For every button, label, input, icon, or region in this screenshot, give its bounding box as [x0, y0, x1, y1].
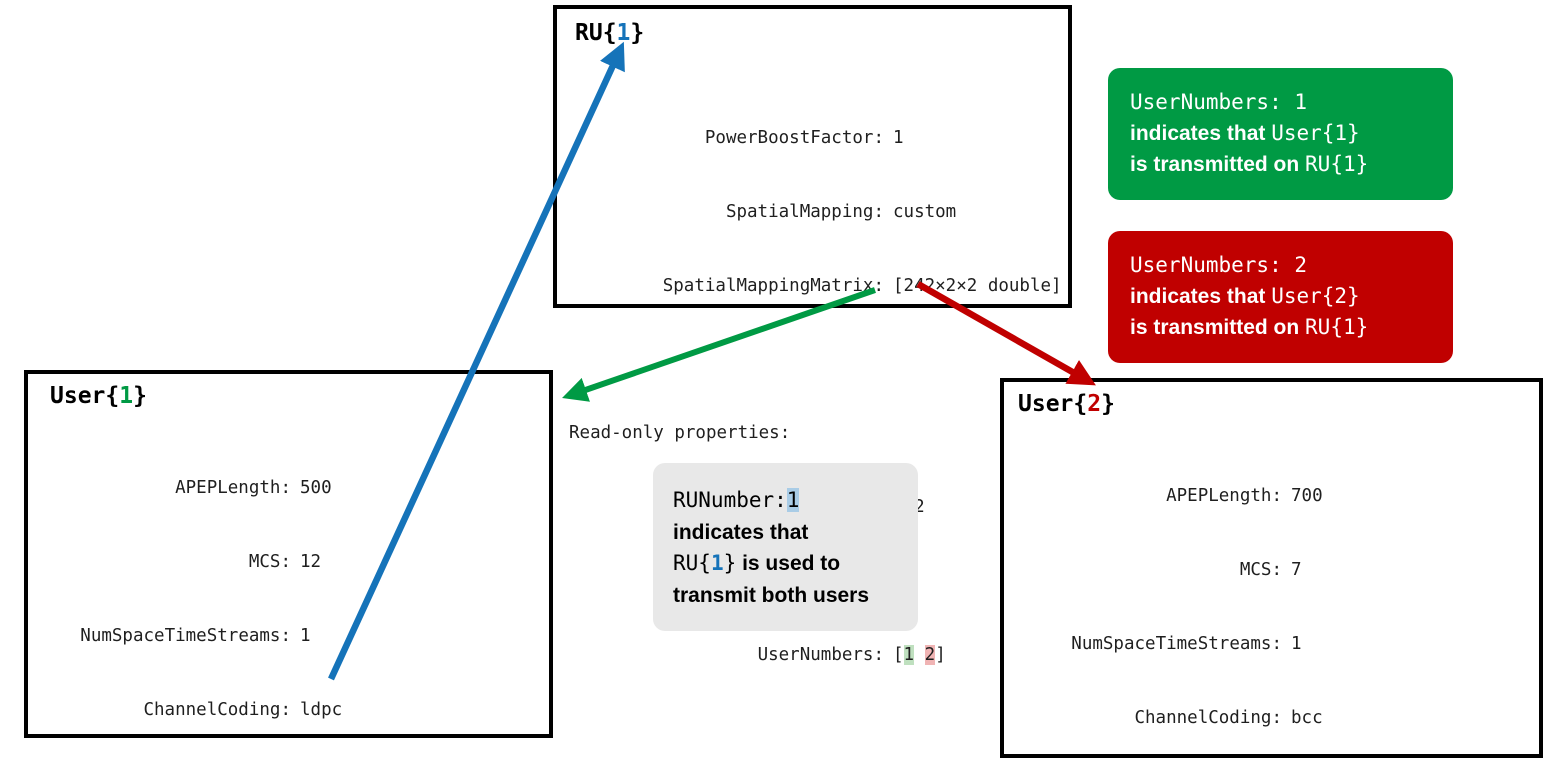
user1-title-suffix: } [133, 383, 147, 409]
property-value: 1 [300, 625, 311, 646]
callout-green-line3-code: RU{1} [1305, 152, 1369, 176]
property-value: [242×2×2 double] [893, 275, 1062, 296]
usernumbers-value-1: 1 [903, 644, 915, 665]
callout-gray-line3-index: 1 [710, 551, 724, 575]
callout-green-line2-code: User{1} [1271, 121, 1360, 145]
property-key: SpatialMappingMatrix: [662, 275, 884, 296]
callout-gray-line3: RU{1} is used to [673, 548, 918, 580]
callout-gray-line3-text: is used to [736, 552, 841, 575]
spacer [569, 348, 1064, 373]
property-key: NumSpaceTimeStreams: [1071, 633, 1282, 654]
callout-gray-line1-value: 1 [786, 488, 800, 512]
ru-title-suffix: } [630, 20, 645, 46]
property-key: APEPLength: [175, 478, 291, 499]
callout-gray-line3-suffix: } [723, 551, 737, 575]
property-row: ChannelCoding: ldpc [38, 698, 543, 723]
callout-gray-line1-code: RUNumber: [673, 488, 787, 512]
user2-property-list: APEPLength: 700 MCS: 7 NumSpaceTimeStreams… [1014, 435, 1534, 770]
ru-title-index: 1 [616, 20, 631, 46]
usernumbers-value-2: 2 [924, 644, 936, 665]
usernumbers-row: UserNumbers: [1 2] [569, 643, 1064, 668]
property-row: APEPLength: 700 [1014, 484, 1534, 509]
ru-properties-box: RU{1} PowerBoostFactor:1 SpatialMapping:… [553, 5, 1072, 665]
callout-green-usernumbers-1: UserNumbers: 1 indicates that User{1} is… [1108, 68, 1453, 200]
property-key: PowerBoostFactor: [704, 128, 884, 149]
property-key: MCS: [1239, 559, 1282, 580]
property-row: NumSpaceTimeStreams: 1 [1014, 632, 1534, 657]
user2-title-prefix: User{ [1018, 391, 1088, 417]
callout-green-line1: UserNumbers: 1 [1130, 90, 1308, 114]
property-key: NumSpaceTimeStreams: [80, 625, 291, 646]
ru-box-title: RU{1} [575, 22, 644, 45]
property-row: MCS: 12 [38, 550, 543, 575]
property-row: SpatialMapping: custom [569, 200, 1064, 225]
ru-title-prefix: RU{ [575, 20, 617, 46]
callout-gray-line4: transmit both users [673, 583, 870, 607]
property-key: ChannelCoding: [143, 699, 291, 720]
callout-gray-line3-prefix: RU{ [673, 551, 711, 575]
property-row: APEPLength: 500 [38, 476, 543, 501]
property-value: 12 [300, 551, 322, 572]
callout-green-line3: is transmitted on RU{1} [1130, 149, 1453, 180]
usernumbers-key: UserNumbers: [757, 644, 884, 665]
callout-red-line3: is transmitted on RU{1} [1130, 312, 1453, 343]
callout-gray-line2: indicates that [673, 520, 809, 544]
callout-red-line2: indicates that User{2} [1130, 281, 1453, 312]
property-value: 500 [300, 478, 332, 499]
callout-red-line2-code: User{2} [1271, 284, 1360, 308]
property-row: PowerBoostFactor: 1 [569, 126, 1064, 151]
usernumbers-open-bracket: [ [893, 644, 904, 665]
property-key: ChannelCoding: [1134, 707, 1282, 728]
property-value: custom [893, 201, 957, 222]
property-value: 700 [1291, 486, 1323, 507]
callout-green-line2: indicates that User{1} [1130, 118, 1453, 149]
user1-properties-box: User{1} APEPLength:500 MCS:12 NumSpaceTi… [24, 370, 553, 738]
callout-red-usernumbers-2: UserNumbers: 2 indicates that User{2} is… [1108, 231, 1453, 363]
property-key: APEPLength: [1166, 486, 1282, 507]
user1-title-prefix: User{ [50, 383, 120, 409]
user1-box-title: User{1} [50, 385, 147, 408]
property-value: ldpc [300, 699, 343, 720]
property-value: 1 [893, 128, 904, 149]
property-value: 7 [1291, 559, 1302, 580]
callout-red-line2-text: indicates that [1130, 285, 1272, 308]
user2-title-suffix: } [1101, 391, 1115, 417]
property-value: bcc [1291, 707, 1323, 728]
user2-box-title: User{2} [1018, 393, 1115, 416]
property-key: MCS: [248, 551, 291, 572]
property-row: ChannelCoding: bcc [1014, 706, 1534, 731]
callout-red-line1: UserNumbers: 2 [1130, 253, 1308, 277]
callout-gray-runumber: RUNumber:1 indicates that RU{1} is used … [653, 463, 918, 631]
callout-green-line3-text: is transmitted on [1130, 153, 1306, 176]
user2-properties-box: User{2} APEPLength: 700 MCS: 7 NumSpaceTim… [1000, 378, 1543, 758]
user1-property-list: APEPLength: 500 MCS: 12 NumSpaceTimeStream… [38, 427, 543, 770]
callout-green-line2-text: indicates that [1130, 122, 1272, 145]
user2-title-index: 2 [1087, 391, 1102, 417]
usernumbers-close-bracket: ] [935, 644, 946, 665]
callout-red-line3-code: RU{1} [1305, 315, 1369, 339]
property-row: MCS: 7 [1014, 558, 1534, 583]
user1-title-index: 1 [119, 383, 134, 409]
property-row: SpatialMappingMatrix: [242×2×2 double] [569, 274, 1064, 299]
property-row: NumSpaceTimeStreams: 1 [38, 624, 543, 649]
property-key: SpatialMapping: [725, 201, 884, 222]
ru-readonly-heading: Read-only properties: [569, 423, 791, 444]
property-value: 1 [1291, 633, 1302, 654]
callout-gray-line1: RUNumber:1 [673, 485, 918, 517]
usernumbers-separator [914, 645, 925, 665]
callout-red-line3-text: is transmitted on [1130, 316, 1306, 339]
